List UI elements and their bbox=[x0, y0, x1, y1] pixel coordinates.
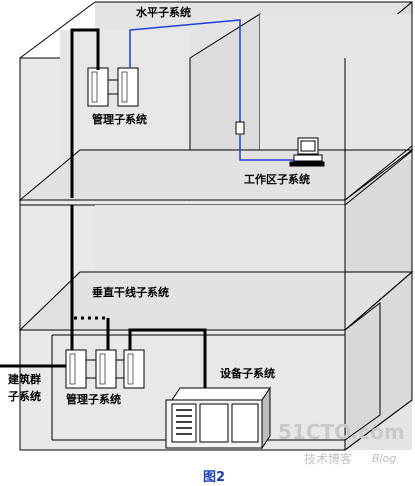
lower-floor-slab bbox=[18, 271, 414, 331]
watermark-blog: Blog bbox=[372, 452, 397, 465]
label-work-area-subsystem: 工作区子系统 bbox=[244, 173, 310, 186]
workstation-pc-icon bbox=[289, 137, 325, 167]
top-management-rack bbox=[87, 67, 139, 107]
label-management-subsystem-bottom: 管理子系统 bbox=[66, 393, 121, 406]
label-management-subsystem-top: 管理子系统 bbox=[92, 113, 147, 126]
middle-floor-back bbox=[95, 205, 345, 270]
horizontal-cable bbox=[129, 19, 300, 161]
work-area-room-back bbox=[260, 14, 412, 160]
upper-floor-slab bbox=[18, 149, 414, 201]
equipment-cabinet bbox=[165, 386, 271, 450]
label-horizontal-subsystem: 水平子系统 bbox=[136, 6, 191, 19]
label-building-group-line2: 子系统 bbox=[8, 390, 41, 403]
figure-caption: 图2 bbox=[203, 470, 226, 485]
watermark-site: 51CTO.com bbox=[278, 420, 405, 444]
label-equipment-subsystem: 设备子系统 bbox=[220, 367, 275, 380]
wall-outlet bbox=[235, 121, 245, 135]
label-backbone-subsystem: 垂直干线子系统 bbox=[92, 286, 169, 299]
bottom-management-rack bbox=[65, 349, 145, 389]
label-building-group-line1: 建筑群 bbox=[8, 373, 41, 386]
watermark-tagline: 技术博客 bbox=[304, 452, 353, 466]
